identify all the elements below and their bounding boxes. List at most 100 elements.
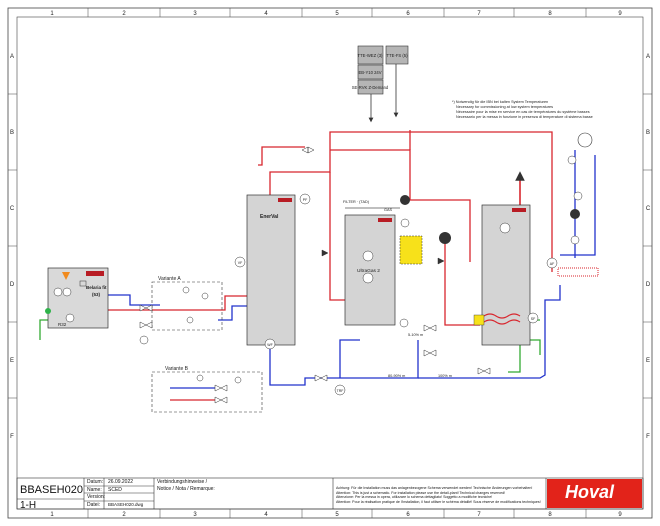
name-value: SCED <box>108 487 122 493</box>
hot-vent-pipe <box>258 146 305 166</box>
remarks-subtitle: Notice / Nota / Remarque: <box>157 486 215 492</box>
ultragas-name: UltraGas 2 <box>357 268 380 274</box>
sensor-trf-label: TRF <box>337 389 344 393</box>
row-label: D <box>646 282 651 288</box>
sensor-vf <box>234 256 246 268</box>
valve-set <box>301 146 491 382</box>
col-label: 9 <box>618 512 622 518</box>
module-se-rvk-label: SE-RVK Z-Demand <box>352 85 389 90</box>
pipe-flow-label: 100% m <box>438 374 452 378</box>
pump-icon <box>234 376 242 384</box>
disclaimer-line: Achtung: Für die Installation muss das a… <box>336 486 533 490</box>
sensor-icon <box>400 218 410 228</box>
col-label: 1 <box>50 512 54 518</box>
col-label: 6 <box>406 11 410 17</box>
sensor-wf <box>264 338 276 350</box>
heating-element-icon <box>473 314 485 326</box>
expansion-vessel-icon <box>399 318 409 328</box>
note-line: Nécessaire pour la mise en service en ca… <box>456 110 590 114</box>
col-label: 5 <box>335 512 339 518</box>
expansion-vessel-icon <box>139 335 149 345</box>
hoval-brand-block <box>547 479 642 508</box>
row-label: A <box>10 54 14 60</box>
name-label: Name: <box>87 487 102 493</box>
storage-brand-strip <box>512 208 526 212</box>
sensor-wf-label: WF <box>267 343 272 347</box>
sensor-vf-label: VF <box>238 261 242 265</box>
file-value: BBASEH020.dwg <box>108 502 144 507</box>
row-label: F <box>10 434 14 440</box>
pump-icon <box>196 374 204 382</box>
col-label: 9 <box>618 11 622 17</box>
commissioning-note: *) Notwendig für die IBN bei kalten Syst… <box>452 100 593 119</box>
hot-pipe-storage <box>444 240 480 326</box>
fan-icon <box>53 287 63 297</box>
gas-label: GAS <box>384 208 392 212</box>
col-label: 2 <box>122 11 126 17</box>
row-label: E <box>10 358 14 364</box>
row-label: F <box>646 434 650 440</box>
note-line: Necessario per la messa in funzione in p… <box>456 115 593 119</box>
module-tte-we2-label: TTE-WEZ (3) <box>358 53 383 58</box>
row-label: C <box>10 206 15 212</box>
drawing-number: BBASEH020 <box>20 484 83 496</box>
row-label: A <box>646 54 650 60</box>
note-line: Necessary for commissioning at low syste… <box>456 105 553 109</box>
green-pipe-belaria <box>39 319 48 340</box>
date-label: Datum: <box>87 479 104 485</box>
row-label: C <box>646 206 651 212</box>
cold-pipe-circuit <box>560 155 596 256</box>
cold-pipe-variant-a <box>218 305 247 321</box>
variant-a-label: Variante A <box>158 276 181 282</box>
mixing-valve-icon <box>314 374 328 382</box>
date-value: 26.09.2022 <box>108 479 134 485</box>
sensor-sf-label: SF <box>531 317 535 321</box>
pump-icon <box>400 195 410 205</box>
hot-pipe-ultragas <box>329 172 345 301</box>
sensor-sf <box>527 312 539 324</box>
drawing-frame <box>7 7 653 519</box>
pipe-flow-label: 80-90% m <box>388 374 405 378</box>
variant-b-label: Variante B <box>165 366 189 372</box>
sensor-icon <box>567 155 577 165</box>
check-valve-icon <box>437 257 445 265</box>
enerval-brand-strip <box>278 198 292 202</box>
module-tte-fs-label: TTE-FS (5) <box>387 53 409 58</box>
coil-icon <box>483 313 521 319</box>
valve-icon <box>214 396 228 404</box>
belaria-refrigerant: R32 <box>58 322 67 327</box>
outdoor-sensor-icon <box>45 308 51 314</box>
disclaimer-text: Achtung: Für die Installation muss das a… <box>336 486 544 504</box>
airflow-arrow-icon <box>62 272 70 280</box>
col-label: 3 <box>193 11 197 17</box>
sensor-pf-label: PF <box>303 198 307 202</box>
disclaimer-line: Attenzione: Per la messa in opera, utili… <box>336 495 493 500</box>
ultragas-boiler: UltraGas 2 FILTER · (TAD) GAS <box>343 195 410 328</box>
valve-icon <box>214 384 228 392</box>
valve-icon <box>423 349 437 357</box>
belaria-name: Belaria fit <box>86 285 107 290</box>
circulation-pump-icon <box>362 272 374 284</box>
valve-icon <box>301 146 315 154</box>
cold-pipe-ultragas <box>339 339 360 378</box>
cold-return-pipe <box>269 340 419 386</box>
pump-icon <box>570 209 580 219</box>
radiator-icon <box>577 132 593 148</box>
sensor-icon <box>499 222 511 234</box>
col-label: 4 <box>264 512 268 518</box>
drawing-code: 1-H <box>20 500 37 511</box>
filter-label: FILTER · (TAD) <box>343 200 370 204</box>
cold-return-pipe-right <box>418 285 561 379</box>
module-eb-y10-label: EB-Y10 24V <box>358 70 381 75</box>
check-valve-icon <box>321 249 329 257</box>
row-label: D <box>10 282 15 288</box>
circulation-pump-icon <box>362 250 374 262</box>
sensor-icon <box>570 235 580 245</box>
enerval-body <box>246 194 296 346</box>
remarks-title: Verbindungshinweise / <box>157 479 208 485</box>
valve-icon <box>477 367 491 375</box>
disclaimer-line: Attention: This is just a schematic. For… <box>336 490 506 495</box>
note-line: *) Notwendig für die IBN bei kalten Syst… <box>452 100 548 104</box>
ultragas-brand-strip <box>378 218 392 222</box>
